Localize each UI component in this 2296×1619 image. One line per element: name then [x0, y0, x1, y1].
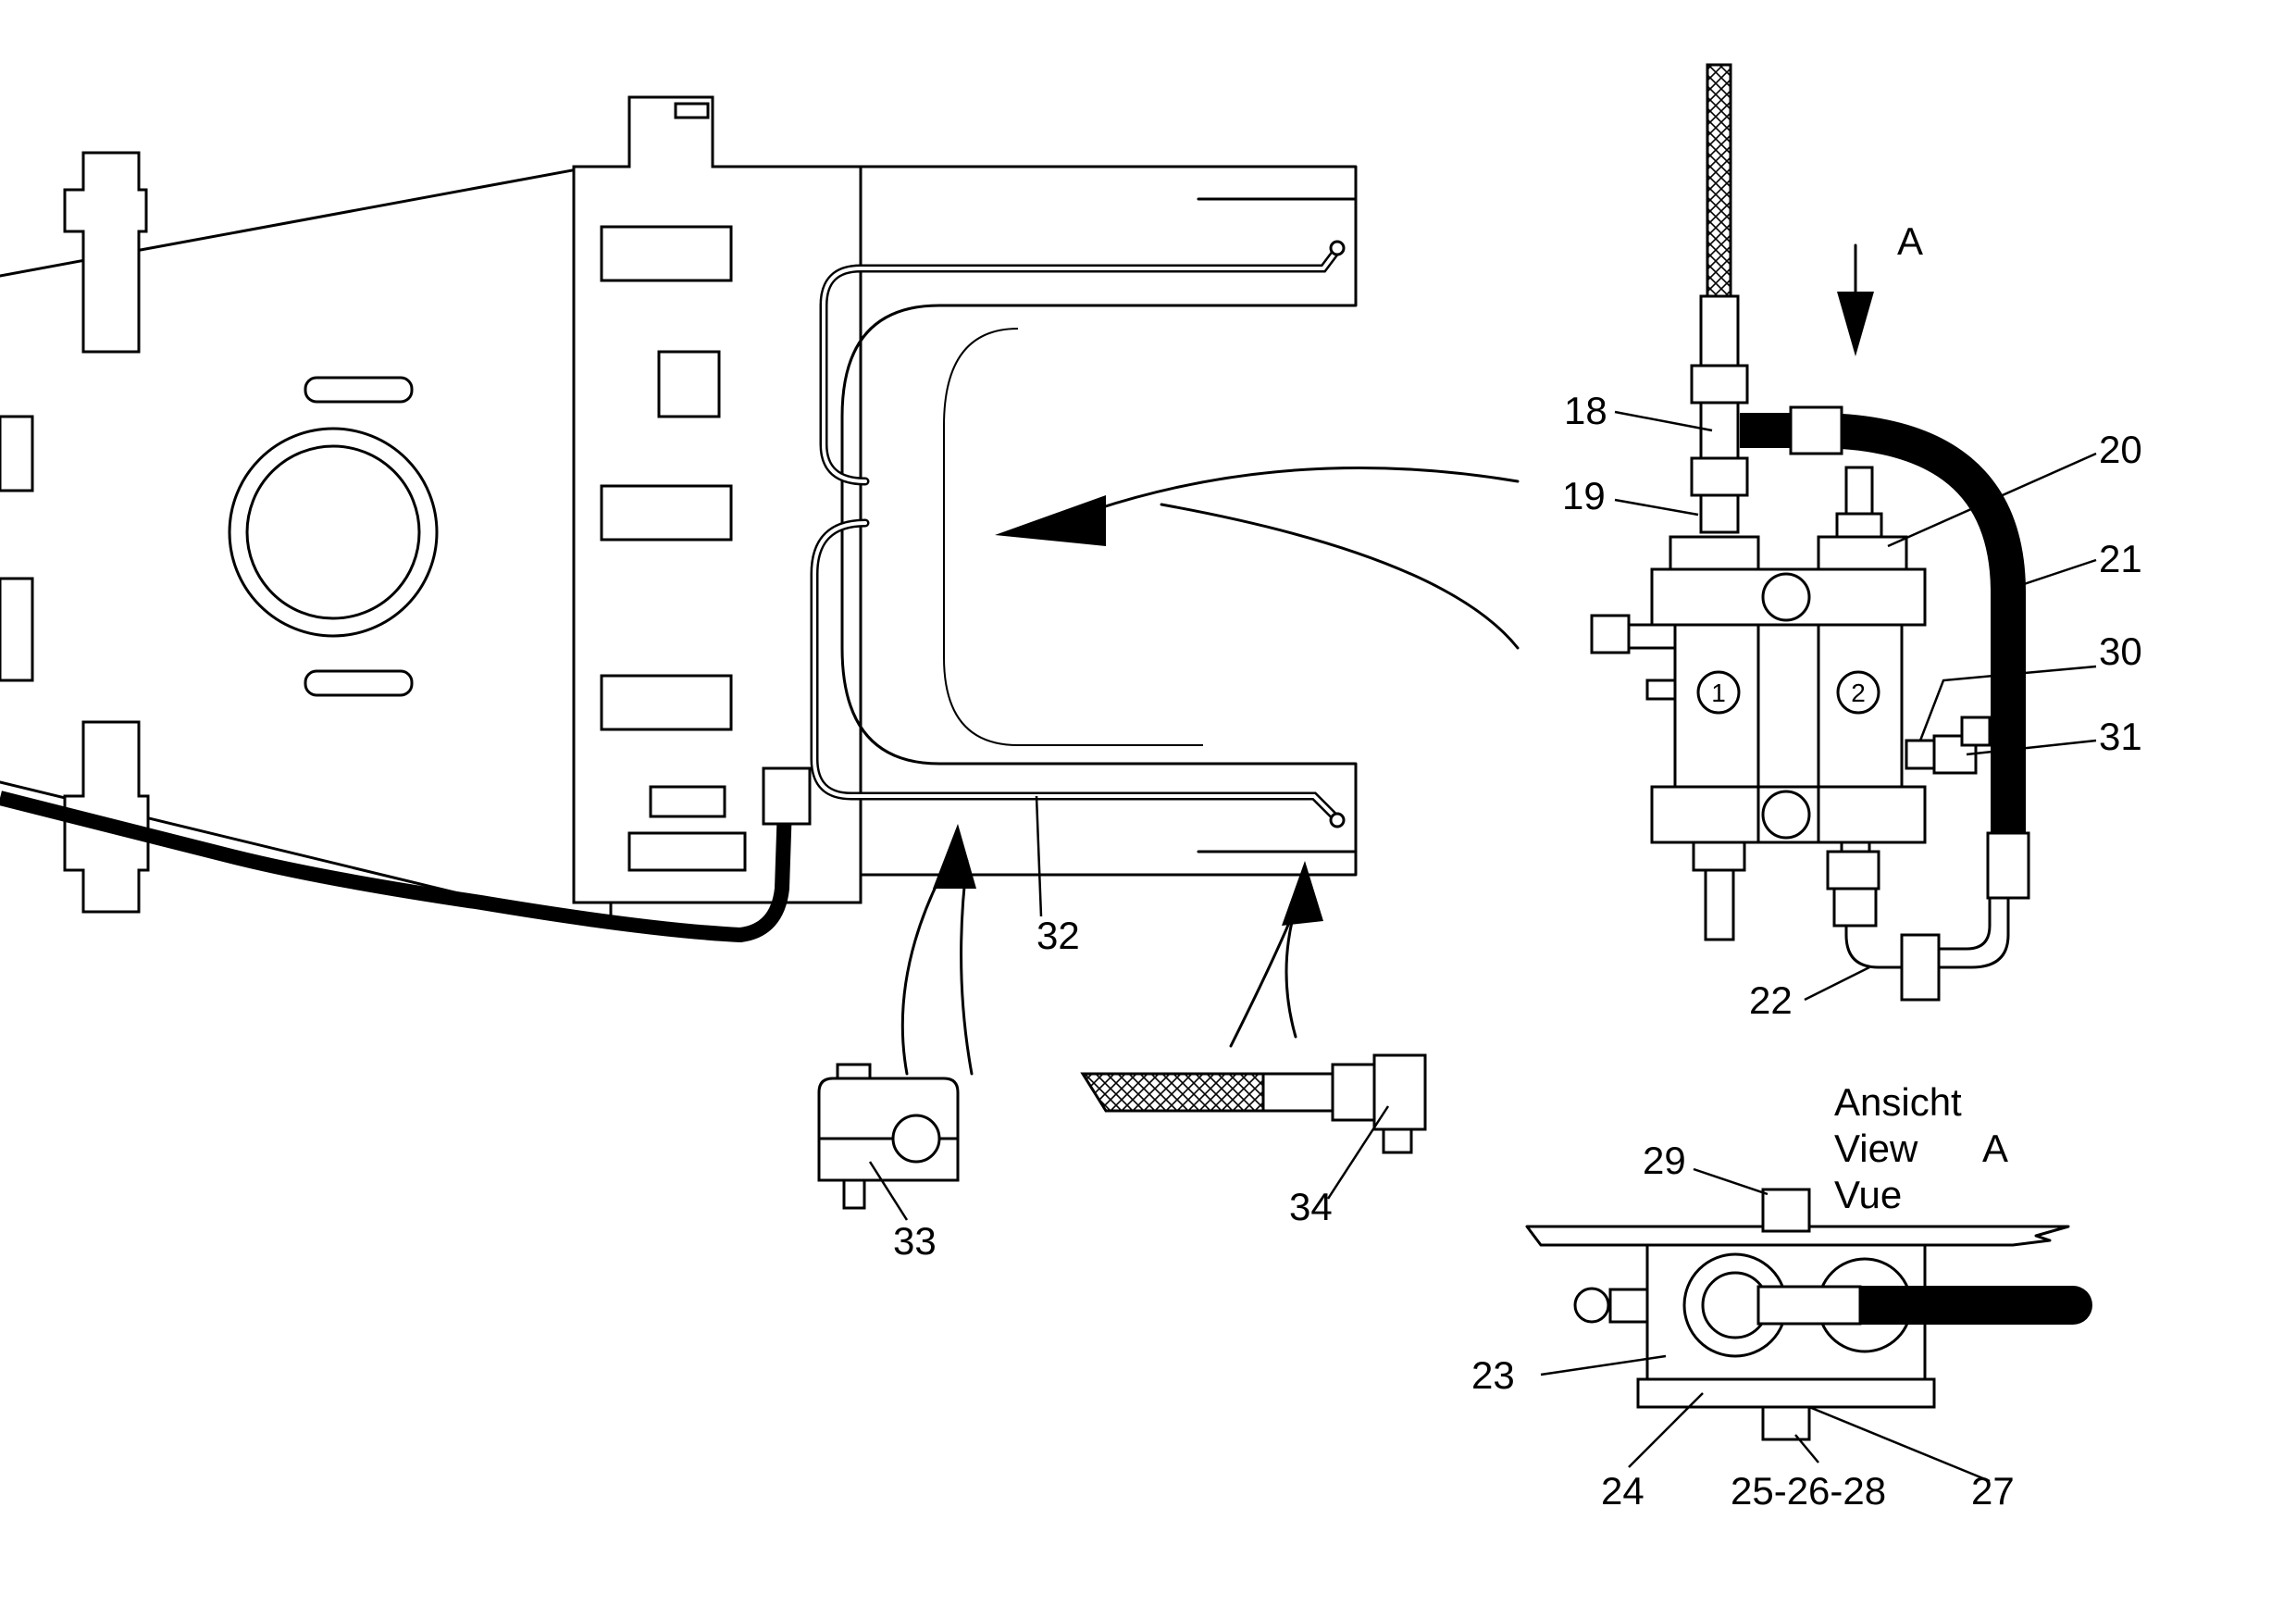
view-caption-line2: View	[1834, 1127, 1918, 1170]
callout-18: 18	[1564, 389, 1607, 432]
valve-assembly: 1 2 A	[1590, 63, 2030, 1002]
callout-20: 20	[2099, 428, 2142, 471]
callout-leaders	[868, 410, 2097, 1483]
view-caption-line1: Ansicht	[1834, 1080, 1962, 1124]
view-caption-line3: Vue	[1834, 1173, 1902, 1216]
callout-22: 22	[1749, 978, 1793, 1022]
callout-33: 33	[893, 1219, 937, 1263]
callout-23: 23	[1471, 1353, 1515, 1397]
view-caption-letter: A	[1982, 1127, 2008, 1170]
callout-24: 24	[1601, 1469, 1644, 1513]
callout-21: 21	[2099, 537, 2142, 580]
callout-30: 30	[2099, 629, 2142, 673]
callout-25-26-28: 25-26-28	[1731, 1469, 1886, 1513]
callout-numbers: 18 19 20 21 22 23 24 25-26-28 27 29 30 3…	[893, 389, 2142, 1513]
clamp-detail	[817, 824, 976, 1210]
view-caption: Ansicht View A Vue	[1834, 1080, 2008, 1216]
callout-34: 34	[1289, 1185, 1333, 1228]
callout-27: 27	[1971, 1469, 2015, 1513]
elbow-fitting-detail	[1080, 861, 1427, 1154]
view-arrow-label: A	[1897, 219, 1923, 263]
module-number-1: 1	[1711, 679, 1726, 707]
module-number-2: 2	[1851, 679, 1866, 707]
callout-29: 29	[1643, 1139, 1686, 1182]
callout-31: 31	[2099, 715, 2142, 758]
callout-19: 19	[1562, 474, 1606, 517]
callout-32: 32	[1036, 914, 1080, 957]
machine-frame	[0, 95, 1520, 943]
view-a-detail	[1525, 1188, 2092, 1441]
